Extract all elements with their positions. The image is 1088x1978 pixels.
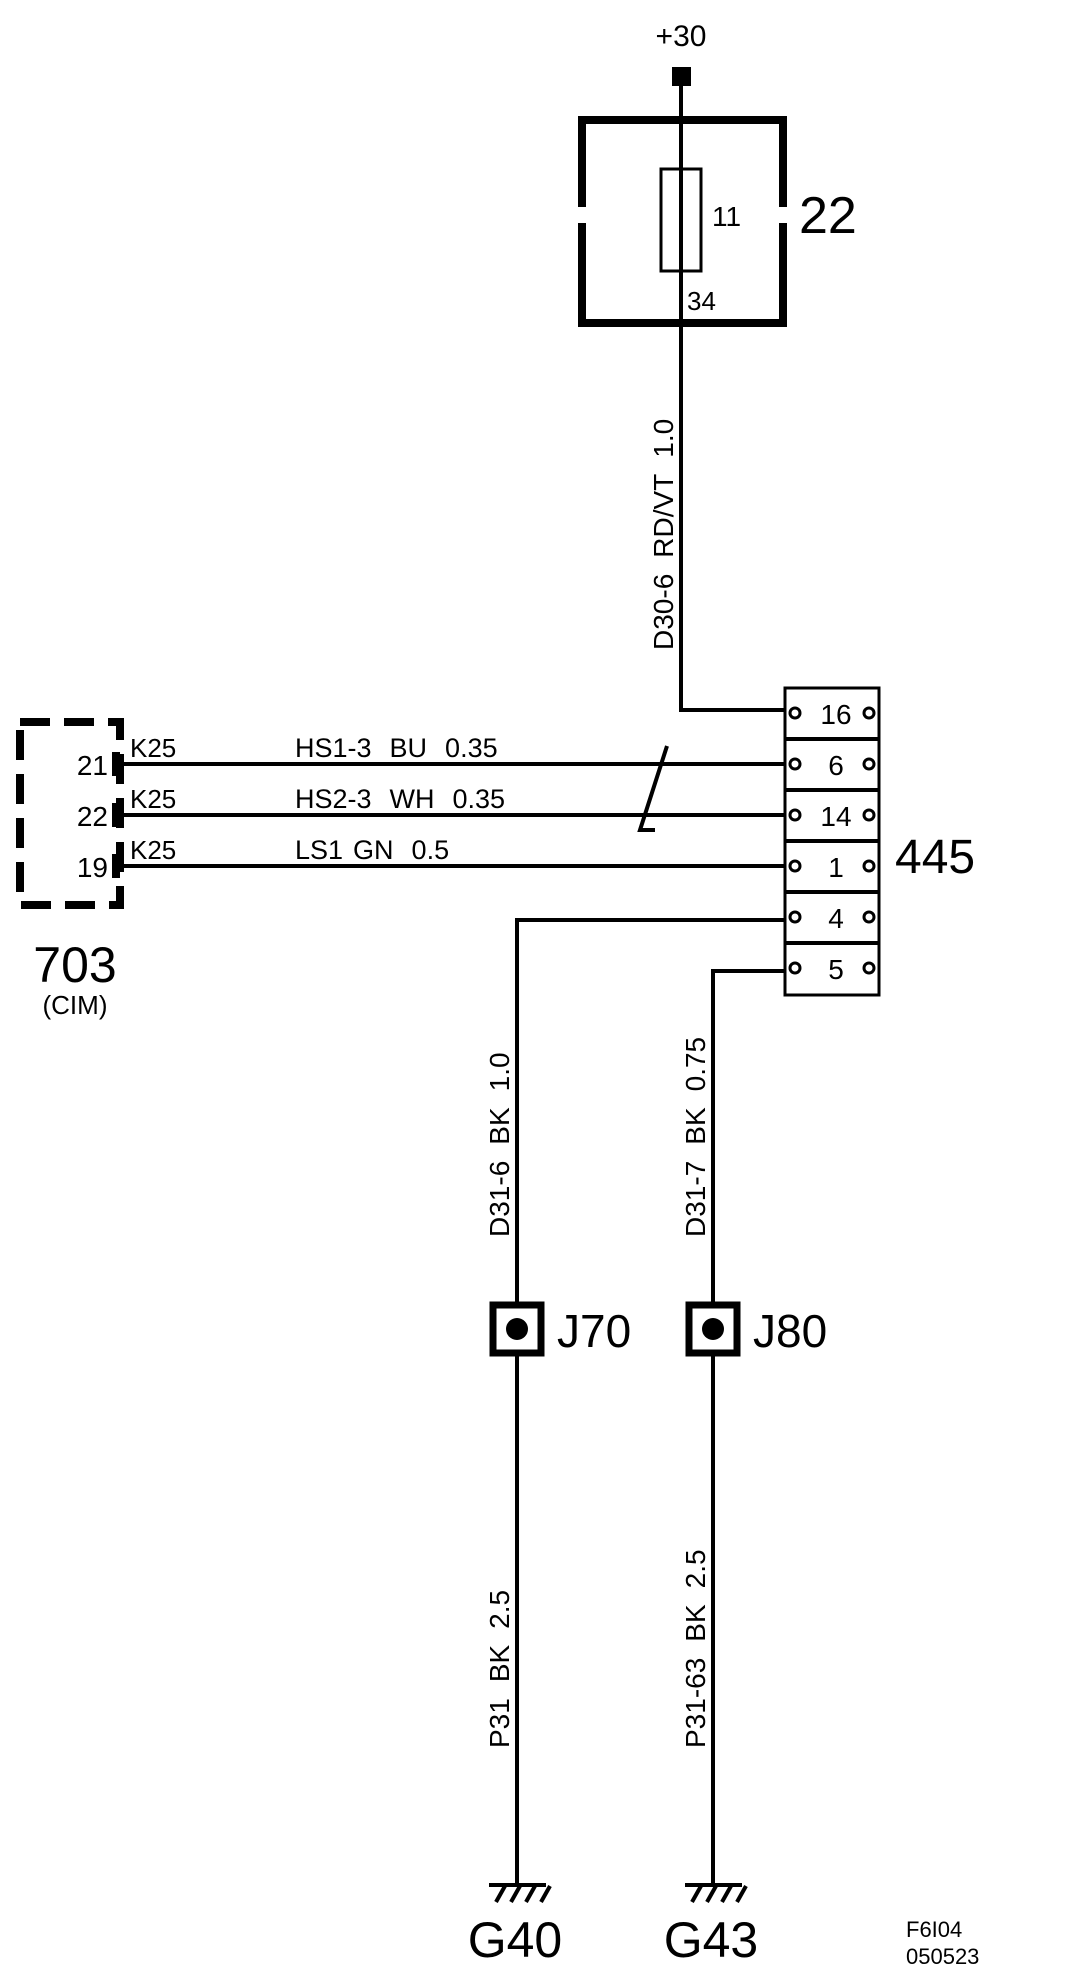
drawing-code: F6I04 — [906, 1917, 962, 1942]
connector-pin-left-terminal — [788, 706, 802, 720]
ground-wire-lower-label: P31-63BK2.5 — [680, 1549, 711, 1748]
connector-pin-left-terminal — [788, 808, 802, 822]
cim-connector-label: K25 — [130, 835, 176, 865]
ground-wire-lower-label: P31BK2.5 — [484, 1590, 515, 1748]
ground-g40-symbol — [489, 1883, 552, 1903]
ground-g40-label: G40 — [468, 1912, 563, 1968]
connector-pin-right-terminal — [862, 961, 876, 975]
power-supply-terminal: +30 — [656, 20, 707, 86]
cim-pin-stubs — [112, 752, 120, 878]
connector-pin-label: 16 — [820, 699, 851, 730]
connector-id: 445 — [895, 831, 975, 884]
connector-pin-label: 4 — [828, 903, 844, 934]
fuse-box: 11 34 22 — [578, 116, 857, 327]
connector-pin-left-terminal — [788, 757, 802, 771]
connector-pin-right-terminal — [862, 757, 876, 771]
connector-pin-label: 5 — [828, 954, 844, 985]
connector-pin-left-terminal — [788, 961, 802, 975]
splice-j80: J80 — [685, 1301, 827, 1357]
connector-pin-left-terminal — [788, 910, 802, 924]
ground-g43-symbol — [685, 1883, 748, 1903]
cim-connector-label: K25 — [130, 733, 176, 763]
cim-pin-label: 22 — [77, 801, 108, 832]
power-label: +30 — [656, 20, 707, 53]
cim-id: 703 — [33, 937, 116, 993]
connector-pin-right-terminal — [862, 808, 876, 822]
drawing-date: 050523 — [906, 1944, 979, 1969]
connector-pin-right-terminal — [862, 859, 876, 873]
ground-wire-upper-label: D31-6BK1.0 — [484, 1052, 515, 1237]
splice-j80-label: J80 — [753, 1305, 827, 1357]
fuse-number: 11 — [712, 201, 741, 232]
cim-pin-label: 19 — [77, 852, 108, 883]
ground-wire-upper-label: D31-7BK0.75 — [680, 1037, 711, 1237]
fuse-box-id: 22 — [799, 187, 857, 245]
ground-g43-label: G43 — [664, 1912, 759, 1968]
splice-j70-label: J70 — [557, 1305, 631, 1357]
wire-d31-6 — [515, 918, 785, 1310]
connector-pin-right-terminal — [862, 706, 876, 720]
twisted-pair-mark — [637, 745, 669, 832]
connector-pin-left-terminal — [788, 859, 802, 873]
connector-pin-label: 1 — [828, 852, 844, 883]
cim-name: (CIM) — [43, 990, 108, 1020]
wire-main-label: D30-6RD/VT1.0 — [648, 419, 679, 650]
connector-pin-label: 6 — [828, 750, 844, 781]
svg-text:D30-6RD/VT1.0: D30-6RD/VT1.0 — [648, 419, 679, 650]
fuse-output-pin: 34 — [687, 286, 716, 316]
splice-j70: J70 — [489, 1301, 631, 1357]
connector-pin-label: 14 — [820, 801, 851, 832]
connector-445: 445 — [783, 686, 975, 997]
cim-pin-label: 21 — [77, 750, 108, 781]
connector-pin-right-terminal — [862, 910, 876, 924]
wire-d31-7 — [711, 969, 785, 1310]
cim-connector-label: K25 — [130, 784, 176, 814]
